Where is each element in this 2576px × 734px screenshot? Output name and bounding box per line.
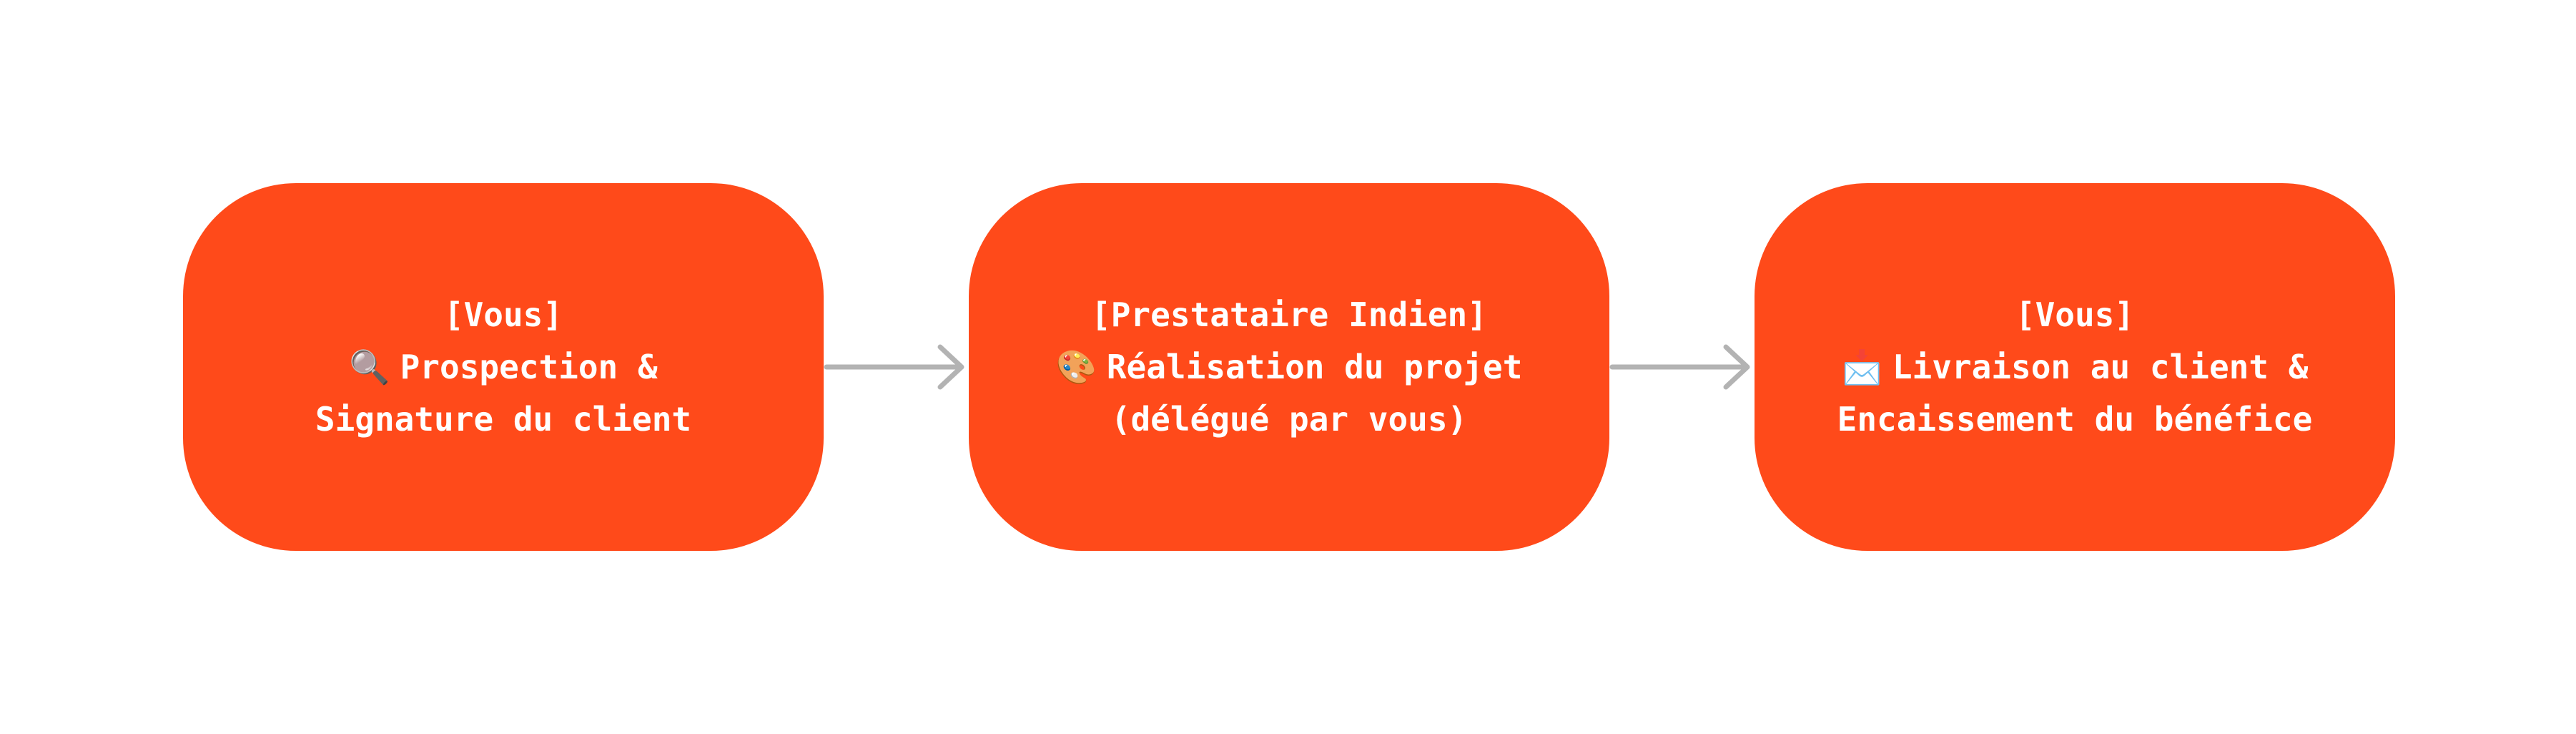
step-role: [Vous] [443, 295, 563, 334]
step-title: Réalisation du projet [1106, 347, 1523, 386]
envelope-icon: 📩 [1841, 347, 1882, 386]
step-text: [Vous] 🔍 Prospection & Signature du clien… [315, 289, 691, 446]
step-realisation: [Prestataire Indien] 🎨Réalisation du pro… [969, 183, 1609, 551]
step-subtitle: Encaissement du bénéfice [1837, 399, 2313, 439]
step-title: Livraison au client & [1892, 347, 2309, 386]
magnifier-icon: 🔍 [349, 347, 390, 386]
step-subtitle: (délégué par vous) [1110, 399, 1468, 439]
step-subtitle: Signature du client [315, 399, 692, 439]
step-livraison: [Vous] 📩 Livraison au client & Encaisseme… [1755, 183, 2395, 551]
step-title: Prospection & [400, 347, 658, 386]
arrow-connector [1609, 344, 1750, 390]
step-prospection: [Vous] 🔍 Prospection & Signature du clien… [183, 183, 824, 551]
step-role: [Vous] [2015, 295, 2135, 334]
step-role: [Prestataire Indien] [1091, 295, 1487, 334]
arrow-connector [824, 344, 964, 390]
step-text: [Prestataire Indien] 🎨Réalisation du pro… [1056, 289, 1523, 446]
palette-icon: 🎨 [1055, 347, 1097, 386]
step-text: [Vous] 📩 Livraison au client & Encaisseme… [1837, 289, 2313, 446]
